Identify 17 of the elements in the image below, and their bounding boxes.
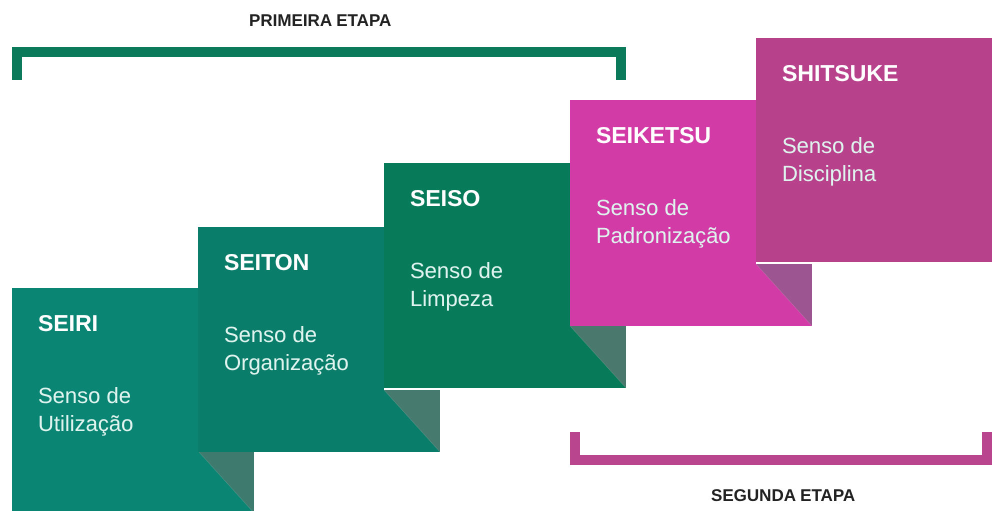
step-card	[12, 288, 198, 511]
step-title: SEITON	[224, 249, 310, 276]
stage-label: SEGUNDA ETAPA	[711, 486, 856, 506]
step-card	[756, 38, 992, 262]
step-title: SEISO	[410, 185, 480, 212]
step-title: SHITSUKE	[782, 60, 898, 87]
step-description: Senso de Organização	[224, 321, 350, 377]
step-description: Senso de Limpeza	[410, 257, 504, 313]
stage-label: PRIMEIRA ETAPA	[249, 11, 392, 31]
step-description: Senso de Utilização	[38, 382, 134, 438]
step-title: SEIRI	[38, 310, 98, 337]
step-title: SEIKETSU	[596, 122, 712, 149]
step-card	[570, 100, 756, 326]
step-description: Senso de Padronização	[596, 194, 732, 250]
step-card	[384, 163, 570, 388]
step-description: Senso de Disciplina	[782, 132, 878, 188]
step-card	[198, 227, 384, 452]
